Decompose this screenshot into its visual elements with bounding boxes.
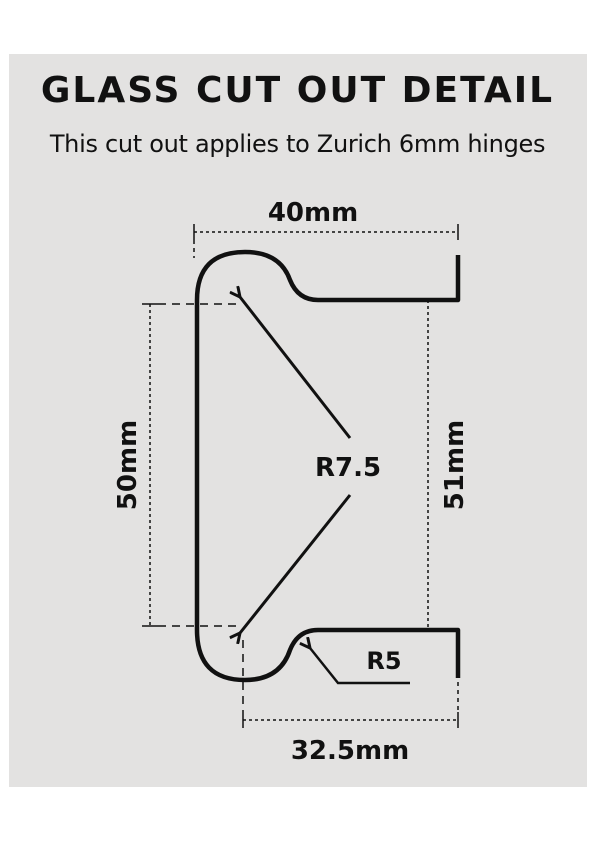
label-r7-5: R7.5 <box>315 453 381 483</box>
label-50mm: 50mm <box>113 420 143 510</box>
page-title: GLASS CUT OUT DETAIL <box>40 70 555 111</box>
label-32-5mm: 32.5mm <box>291 736 409 766</box>
dimension-50mm-line <box>142 303 240 627</box>
r7-5-arrow-upper <box>240 297 352 439</box>
cutout-outline <box>194 249 461 683</box>
r7-5-arrow-lower <box>240 494 352 633</box>
dimension-40mm-line <box>193 224 459 258</box>
drawing-panel <box>9 54 587 787</box>
dimension-32-5mm-line <box>242 640 459 728</box>
label-r5: R5 <box>366 647 401 675</box>
r5-arrow <box>310 648 410 685</box>
label-40mm: 40mm <box>268 198 358 228</box>
label-51mm: 51mm <box>440 420 470 510</box>
page-subtitle: This cut out applies to Zurich 6mm hinge… <box>49 130 546 158</box>
